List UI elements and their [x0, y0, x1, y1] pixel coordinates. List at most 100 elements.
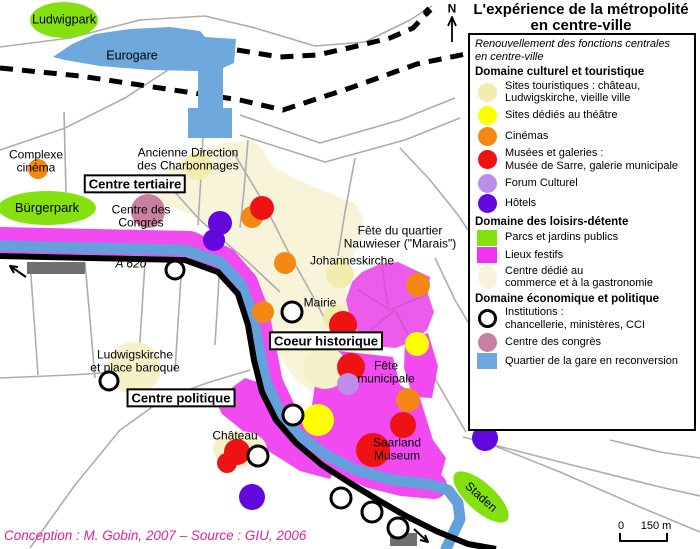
legend-item: Sites touristiques : château, Ludwigskir…: [475, 80, 689, 105]
cinema-symbol: [28, 159, 48, 179]
scale-bar: [619, 533, 668, 542]
theatre-site-symbol: [302, 404, 334, 436]
institution-symbol: [280, 300, 304, 324]
staden-area: [453, 471, 509, 523]
centre-congres-label: Centre des Congrès: [111, 202, 171, 229]
legend-icon-cell: [475, 106, 499, 125]
museum-gallery-symbol: [390, 412, 416, 438]
north-arrow: [447, 16, 457, 27]
buergerpark-label: Bürgerpark: [14, 200, 80, 216]
legend-circle-icon: [477, 82, 497, 102]
scale-distance-label: 150 m: [640, 520, 672, 533]
legend-item-label: Forum Culturel: [505, 176, 578, 189]
cinema-symbol: [274, 252, 296, 274]
cinema-symbol: [252, 301, 274, 323]
institution-symbol: [164, 259, 186, 281]
minor-roads: [29, 261, 39, 376]
legend-blob-icon: [474, 262, 500, 292]
museum-gallery-symbol: [250, 196, 274, 220]
minor-roads: [84, 261, 96, 379]
legend-item-label: Centre des congrès: [505, 335, 601, 348]
forum-culturel-symbol: [337, 373, 359, 395]
minor-roads: [434, 257, 469, 323]
museum-gallery-symbol: [217, 453, 237, 473]
legend-circle-icon: [477, 126, 497, 146]
institution-symbol: [281, 403, 305, 427]
charbonnages-label: Ancienne Direction des Charbonnages: [137, 145, 239, 172]
hotel-symbol: [472, 425, 498, 451]
legend-icon-cell: [475, 194, 499, 213]
coeur-historique-label: Coeur historique: [268, 331, 384, 351]
legend-item: Hôtels: [475, 194, 689, 213]
tourist-site-symbol: [326, 260, 354, 288]
legend-section-header: Domaine culturel et touristique: [475, 66, 645, 78]
legend-icon-cell: [475, 353, 499, 369]
hotel-symbol: [239, 484, 265, 510]
museum-gallery-symbol: [356, 433, 390, 467]
ludwigpark-area: [30, 2, 98, 38]
theatre-site-symbol: [405, 332, 429, 356]
minor-roads: [29, 369, 251, 549]
a620-label: A 620: [115, 256, 147, 271]
legend-section-header: Domaine des loisirs-détente: [475, 216, 629, 228]
legend-item-label: Quartier de la gare en reconversion: [505, 354, 679, 367]
nauwieser-label: Fête du quartier Nauwieser ("Marais"): [343, 223, 457, 250]
ludwigskirche-area: [107, 342, 161, 394]
railway-end-diamond: [422, 6, 433, 17]
credits-caption: Conception : M. Gobin, 2007 – Source : G…: [4, 528, 307, 543]
minor-roads: [0, 5, 433, 48]
legend-circle-icon: [477, 332, 497, 352]
buergerpark-area: [0, 191, 96, 225]
legend-item: Parcs et jardins publics: [475, 229, 689, 246]
scale-zero-label: 0: [617, 520, 625, 533]
chateau-label: Château: [212, 428, 258, 443]
mairie-label: Mairie: [303, 295, 337, 310]
eurogare-label: Eurogare: [106, 48, 158, 63]
legend-item-label: Parcs et jardins publics: [505, 231, 619, 244]
legend-icon-cell: [475, 150, 499, 169]
legend-square-icon: [477, 247, 497, 263]
legend-item: Centre des congrès: [475, 332, 689, 352]
fete-municipale-area: [303, 347, 347, 389]
legend-item-label: Sites dédiés au théâtre: [505, 109, 618, 122]
legend-item: Quartier de la gare en reconversion: [475, 353, 689, 369]
legend-item: Sites dédiés au théâtre: [475, 106, 689, 125]
minor-roads: [479, 439, 700, 533]
nauwieser-streets: [357, 289, 426, 311]
legend-icon-cell: [475, 309, 499, 328]
legend-icon-cell: [475, 126, 499, 146]
hotel-symbol: [203, 229, 225, 251]
map-title-line1: L'expérience de la métropolité: [473, 1, 689, 18]
legend-item: Cinémas: [475, 126, 689, 146]
cinema-symbol: [406, 273, 430, 297]
legend-subtitle: Renouvellement des fonctions centrales e…: [475, 38, 671, 63]
map-title: L'expérience de la métropolité en centre…: [462, 2, 700, 34]
minor-roads: [239, 97, 456, 144]
legend-icon-cell: [475, 332, 499, 352]
legend-icon-cell: [475, 247, 499, 263]
centre-politique-label: Centre politique: [126, 388, 236, 408]
legend-circle-outline-icon: [477, 309, 497, 328]
nauwieser-streets: [369, 309, 409, 336]
legend-item-label: Hôtels: [505, 197, 537, 210]
legend-item: Centre dédié au commerce et à la gastron…: [474, 262, 689, 292]
johanneskirche-label: Johanneskirche: [309, 253, 395, 268]
legend-icon-cell: [475, 82, 499, 102]
legend-item: Musées et galeries : Musée de Sarre, gal…: [475, 147, 689, 172]
legend-item: Lieux festifs: [475, 247, 689, 263]
legend-circle-icon: [477, 173, 497, 193]
fete-municipale-label: Fête municipale: [357, 358, 415, 385]
minor-roads: [337, 157, 356, 257]
minor-roads: [399, 147, 469, 231]
complexe-cinema-label: Complexe cinéma: [8, 147, 64, 174]
legend-icon-cell: [475, 173, 499, 193]
legend-item-label: Lieux festifs: [505, 248, 564, 261]
direction-arrows: [9, 265, 27, 278]
institution-symbol: [386, 516, 410, 540]
eurogare-area: [53, 27, 236, 138]
saarland-museum-label: Saarland Museum: [372, 435, 422, 462]
direction-arrows: [413, 528, 429, 543]
nauwieser-streets: [381, 265, 389, 309]
